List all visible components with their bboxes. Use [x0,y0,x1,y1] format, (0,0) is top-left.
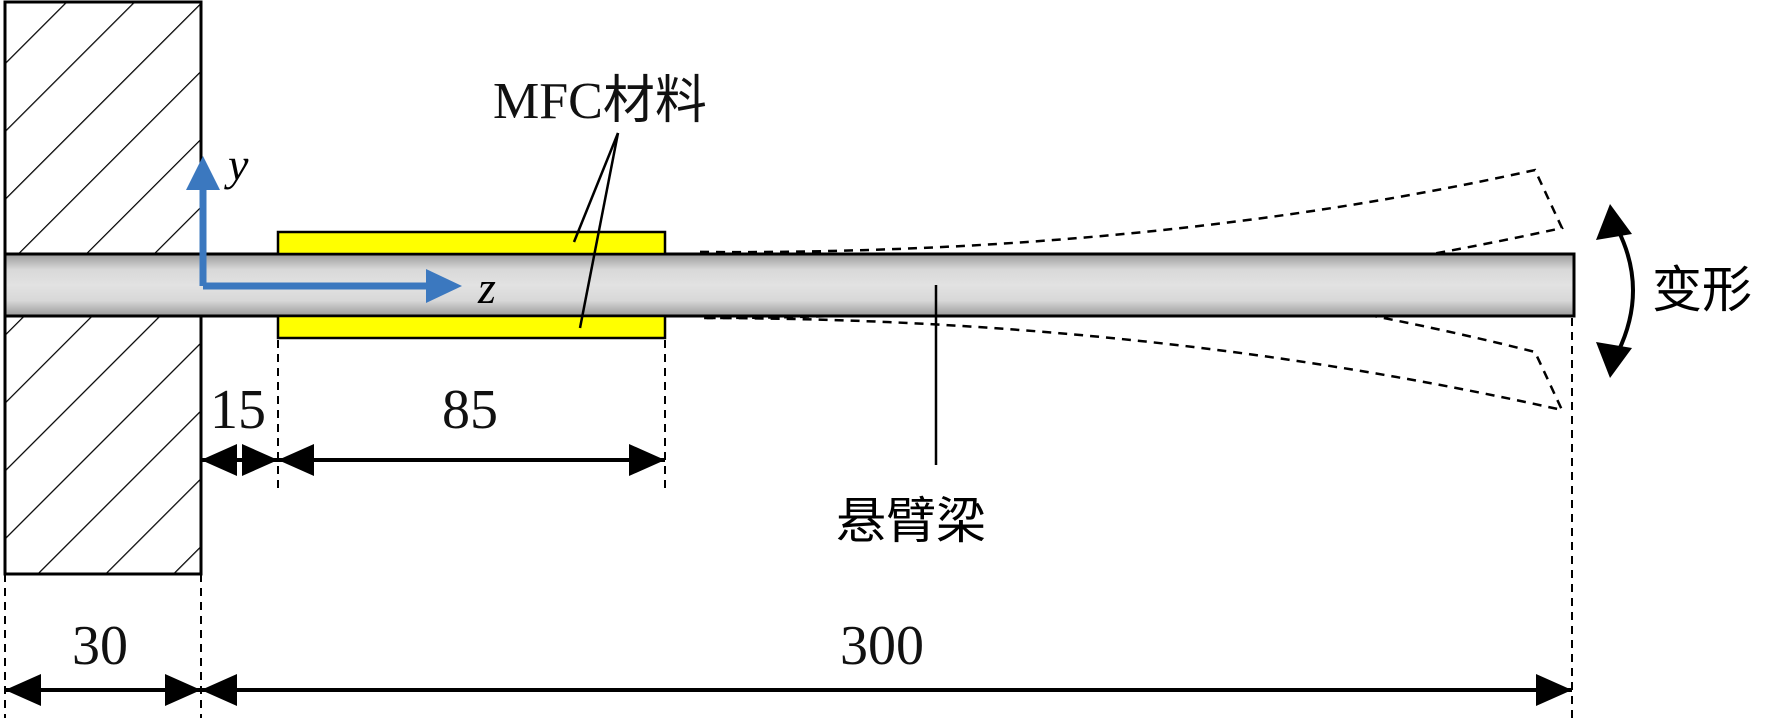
beam-label: 悬臂梁 [836,492,986,550]
mfc-patch-top [276,230,667,256]
coordinate-axes: y z [186,139,496,313]
mfc-label-group: MFC材料 [493,73,707,329]
beam-label-group: 悬臂梁 [836,285,986,550]
y-axis-label: y [224,139,249,190]
deformation-indicator: 变形 [1596,204,1752,378]
dimension-beam-length: 300 [201,615,1572,706]
dimension-gap-value: 15 [210,379,266,441]
mfc-leader-bottom [578,132,620,329]
dimension-patch-length: 85 [278,379,665,476]
deformation-label: 变形 [1652,261,1752,319]
dimension-patch-value: 85 [442,379,498,441]
dimension-clamp-value: 30 [72,615,128,677]
deformation-arrowhead-up [1596,204,1632,240]
y-axis-arrowhead [186,156,220,190]
z-axis-label: z [477,262,496,313]
deformation-arrowhead-down [1596,342,1632,378]
mfc-material-label: MFC材料 [493,73,707,130]
z-axis-arrowhead [426,269,462,303]
dimension-gap: 15 [201,379,278,476]
dimension-clamp-width: 30 [5,615,201,706]
mfc-leader-top [572,132,620,243]
dimension-beam-value: 300 [840,615,924,677]
mfc-patch-bottom [276,314,667,340]
extension-lines [4,318,1573,718]
